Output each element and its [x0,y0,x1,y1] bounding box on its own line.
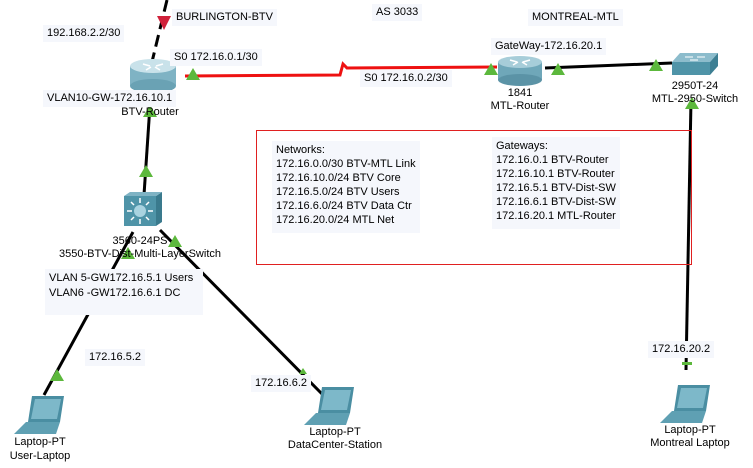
gateway-item: 172.16.5.1 BTV-Dist-SW [496,182,616,194]
dc-laptop-name: DataCenter-Station [287,439,383,451]
btv-router-name: BTV-Router [121,106,179,118]
link-up-icon [649,59,663,71]
network-item: 172.16.10.0/24 BTV Core [276,172,401,184]
vlan6-text: VLAN6 -GW172.16.6.1 DC [49,287,181,299]
montreal-label: MONTREAL-MTL [528,9,623,26]
user-ip-label: 172.16.5.2 [85,349,145,366]
gateway-item: 172.16.0.1 BTV-Router [496,154,609,166]
gateway-item: 172.16.10.1 BTV-Router [496,168,615,180]
dc-laptop-model: Laptop-PT [309,426,361,438]
mtl-switch-model: 2950T-24 [671,80,719,92]
btv-s0-label: S0 172.16.0.1/30 [170,49,262,66]
mtl-laptop-ip-label: 172.16.20.2 [648,341,715,358]
mtl-router-model: 1841 [507,87,533,99]
link-up-icon [685,97,699,109]
gateways-title: Gateways: [496,140,548,152]
network-item: 172.16.5.0/24 BTV Users [276,186,400,198]
link-up-icon [168,235,182,247]
montreal-laptop-icon[interactable] [660,385,710,423]
isp-link[interactable] [149,0,169,67]
dist-switch-name: 3550-BTV-Dist-Multi-LayerSwitch [59,248,221,260]
link-up-icon [682,362,692,365]
user-laptop-icon[interactable] [14,396,64,434]
mtl-router-icon[interactable] [498,56,542,86]
vlan10-label: VLAN10-GW-172.16.10.1 [43,90,177,107]
mtl-laptop-name: Montreal Laptop [650,437,730,449]
link-up-icon [484,63,498,75]
gateway-item: 172.16.6.1 BTV-Dist-SW [496,196,616,208]
dist-switch-model: 3560-24PS [112,235,168,247]
serial-link[interactable] [184,61,498,78]
link-up-icon [139,165,153,177]
mtl-gateway-label: GateWay-172.16.20.1 [491,38,607,55]
mtl-switch-icon[interactable] [672,53,718,75]
mtl-s0-label: S0 172.16.0.2/30 [360,70,452,87]
gateway-item: 172.16.20.1 MTL-Router [496,210,616,222]
network-item: 172.16.20.0/24 MTL Net [276,214,395,226]
link-down-icon [157,16,171,30]
gateways-note: Gateways: 172.16.0.1 BTV-Router 172.16.1… [492,137,620,229]
mtl-laptop-model: Laptop-PT [664,424,716,436]
user-laptop-model: Laptop-PT [14,436,66,448]
burlington-label: BURLINGTON-BTV [172,9,277,26]
as-label: AS 3033 [372,4,423,21]
link-up-icon [50,369,64,381]
btv-router-icon[interactable] [130,59,176,93]
dc-laptop-icon[interactable] [304,387,354,425]
link-up-icon [186,68,200,80]
link-up-icon [299,368,307,374]
multilayer-switch-icon[interactable] [124,192,162,226]
switch-dc-laptop-link[interactable] [158,228,327,399]
mtl-router-switch-link[interactable] [544,61,673,70]
network-item: 172.16.6.0/24 BTV Data Ctr [276,200,412,212]
isp-ip-label: 192.168.2.2/30 [43,25,125,42]
network-item: 172.16.0.0/30 BTV-MTL Link [276,158,416,170]
mtl-router-name: MTL-Router [490,100,550,112]
dc-ip-label: 172.16.6.2 [251,375,311,392]
notes-box: Networks: 172.16.0.0/30 BTV-MTL Link 172… [256,130,692,265]
vlan5-text: VLAN 5-GW172.16.5.1 Users [49,272,194,284]
user-laptop-name: User-Laptop [9,450,71,462]
link-up-icon [121,247,135,259]
link-up-icon [143,105,157,117]
networks-title: Networks: [276,144,325,156]
vlan-gateways-label: VLAN 5-GW172.16.5.1 Users VLAN6 -GW172.1… [45,269,203,315]
mtl-switch-name: MTL-2950-Switch [651,93,739,105]
btv-router-switch-link[interactable] [142,104,152,196]
link-up-icon [551,63,565,75]
mtl-switch-laptop-link[interactable] [684,99,693,371]
networks-note: Networks: 172.16.0.0/30 BTV-MTL Link 172… [272,141,420,233]
